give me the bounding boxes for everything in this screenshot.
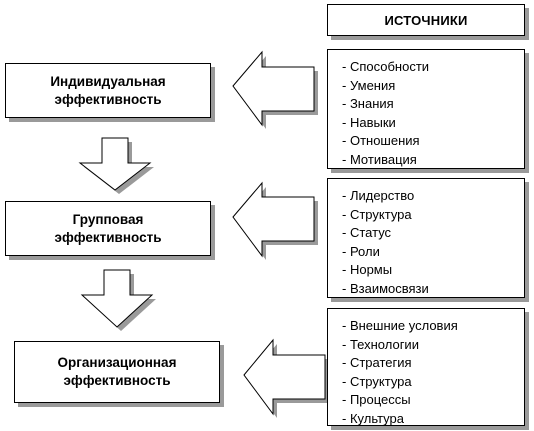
sources-header: ИСТОЧНИКИ — [327, 4, 525, 36]
arrow-down-2 — [80, 269, 156, 331]
level-organizational-line2: эффективность — [63, 373, 171, 388]
list-item: Структура — [342, 206, 524, 225]
list-item: Внешние условия — [342, 317, 524, 336]
list-item: Процессы — [342, 391, 524, 410]
level-group-line1: Групповая — [72, 211, 144, 227]
list-item: Лидерство — [342, 187, 524, 206]
arrow-left-3 — [243, 338, 329, 418]
list-item: Стратегия — [342, 354, 524, 373]
level-organizational-line1: Организационная — [57, 355, 177, 370]
list-item: Культура — [342, 410, 524, 429]
level-individual-line2: эффективность — [54, 91, 162, 107]
list-item: Роли — [342, 243, 524, 262]
arrow-down-1 — [78, 137, 154, 194]
sources-organizational: Внешние условия Технологии Стратегия Стр… — [327, 308, 525, 426]
list-item: Отношения — [342, 132, 524, 151]
list-item: Умения — [342, 77, 524, 96]
arrow-left-2 — [232, 181, 318, 260]
sources-group: Лидерство Структура Статус Роли Нормы Вз… — [327, 178, 525, 298]
list-item: Способности — [342, 58, 524, 77]
list-item: Мотивация — [342, 151, 524, 170]
list-item: Статус — [342, 224, 524, 243]
sources-header-title: ИСТОЧНИКИ — [384, 12, 468, 28]
level-group: Групповая эффективность — [5, 201, 211, 256]
list-item: Нормы — [342, 261, 524, 280]
list-item: Структура — [342, 373, 524, 392]
level-individual-line1: Индивидуальная — [50, 73, 166, 89]
list-item: Взаимосвязи — [342, 280, 524, 299]
arrow-left-1 — [232, 50, 318, 129]
sources-organizational-list: Внешние условия Технологии Стратегия Стр… — [342, 317, 524, 428]
level-individual: Индивидуальная эффективность — [5, 63, 211, 118]
list-item: Знания — [342, 95, 524, 114]
sources-group-list: Лидерство Структура Статус Роли Нормы Вз… — [342, 187, 524, 298]
list-item: Технологии — [342, 336, 524, 355]
list-item: Навыки — [342, 114, 524, 133]
level-organizational: Организационная эффективность — [14, 341, 220, 403]
sources-individual: Способности Умения Знания Навыки Отношен… — [327, 49, 525, 169]
level-group-line2: эффективность — [54, 229, 162, 245]
sources-individual-list: Способности Умения Знания Навыки Отношен… — [342, 58, 524, 169]
